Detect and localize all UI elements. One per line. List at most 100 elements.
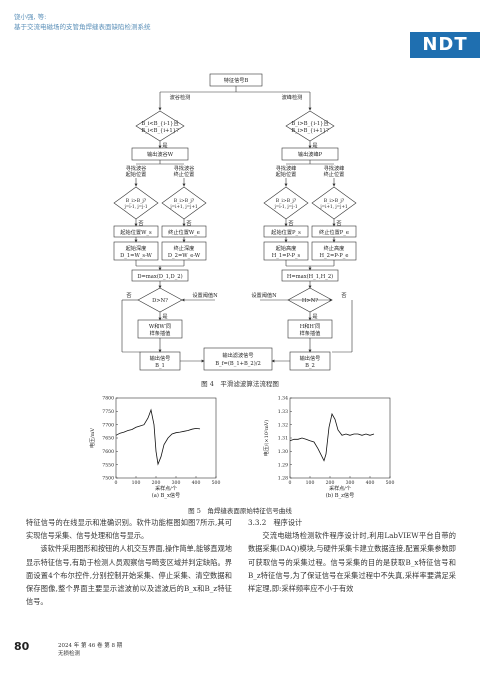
fc-dr1-b: j=i-1, j=j-1: [273, 204, 297, 209]
fc-fps-2: 起始位置: [276, 170, 297, 178]
chart1-xtick-label: 400: [366, 480, 375, 486]
fc-fvs-2: 起始位置: [126, 170, 147, 178]
fc-threshold-2: 设置阈值N: [251, 291, 277, 299]
figure4-caption: 图 4 平滑滤波算法流程图: [201, 380, 279, 388]
body-left-column: 特征信号的在线显示和准确识别。软件功能框图如图7所示,其可实现信号采集、信号处理…: [26, 516, 232, 608]
fc-dr1-a: B_i>B_j?: [276, 198, 297, 204]
chart1-xtick-label: 300: [346, 480, 355, 486]
fc-cond-peak-2: B_i>B_{i+1}?: [291, 128, 329, 134]
fc-merge-w-2: 样条插值: [150, 329, 171, 337]
chart1-xtick-label: 500: [386, 480, 395, 486]
chart0-xtick-label: 300: [172, 480, 181, 486]
fc-cond-valley-2: B_i<B_{i+1}?: [141, 128, 179, 134]
fc-yes-3: 是: [162, 313, 167, 320]
fc-pos-we: 终止位置W_e: [168, 228, 200, 236]
chart0-ylabel: 电压/mV: [89, 428, 96, 448]
section-heading: 3.3.2 程序设计: [248, 518, 303, 527]
fc-ds-2: D_1=W_s-W: [120, 253, 152, 259]
chart1-ytick-label: 1.29: [278, 462, 288, 468]
body-right-column: 3.3.2 程序设计 交流电磁场检测软件程序设计时,利用LabVIEW平台自带的…: [248, 516, 456, 595]
chart1-xlabel: 采样点/个: [329, 485, 351, 492]
fc-yes-4: 是: [312, 313, 317, 320]
body-left-p2: 该软件采用图形和按钮的人机交互界面,操作简单,能够直观地显示特征信号,有助于检测…: [26, 544, 232, 607]
journal-issue: 2024 年 第 46 卷 第 8 期: [58, 643, 123, 649]
chart1-ytick-label: 1.30: [278, 449, 288, 455]
fc-fps-1: 寻找波峰: [276, 164, 297, 172]
fc-pos-ws: 起始位置W_s: [120, 228, 152, 236]
fc-de-2: D_2=W_e-W: [168, 253, 201, 259]
fc-b1-1: 输出信号: [150, 354, 171, 362]
fc-hs-1: 起始高度: [276, 244, 297, 252]
fc-no-4: 否: [336, 220, 341, 227]
chart0-frame: [115, 397, 217, 479]
chart0-ytick-label: 7500: [102, 476, 114, 482]
chart1-ytick-label: 1.28: [278, 476, 288, 482]
chart0-ytick-label: 7550: [102, 462, 114, 468]
chart1-ytick-label: 1.33: [278, 409, 288, 415]
chart0-xtick-label: 400: [192, 480, 201, 486]
fc-hs-2: H_1=P-P_s: [272, 253, 301, 259]
fc-pos-pe: 终止位置P_e: [319, 228, 349, 236]
chart0-ytick-label: 7800: [102, 396, 114, 402]
fc-b1-2: B_1: [155, 363, 165, 369]
chart1-ylabel: 电压/(×10²mV): [263, 420, 270, 457]
fc-hmax: H=max(H_1,H_2): [287, 273, 333, 280]
journal-name: 无损检测: [58, 651, 81, 657]
fc-yes-1: 是: [162, 142, 167, 149]
fc-fve-1: 寻找波谷: [174, 164, 196, 172]
fc-fpe-1: 寻找波峰: [324, 164, 345, 172]
fc-dr2-a: B_i>B_j?: [324, 198, 345, 204]
fc-dl1-a: B_i>B_j?: [126, 198, 147, 204]
journal-logo: NDT: [410, 32, 480, 58]
fc-cond-peak-1: B_i>B_{i-1}且: [291, 120, 328, 127]
fc-b2-2: B_2: [305, 363, 315, 369]
fc-out-peak: 输出波峰P: [298, 150, 323, 158]
fc-no-5: 否: [126, 292, 131, 299]
fc-no-2: 否: [186, 220, 191, 227]
body-left-p1: 特征信号的在线显示和准确识别。软件功能框图如图7所示,其可实现信号采集、信号处理…: [26, 518, 232, 541]
flowchart-figure4: 特征信号B 波谷检测 波峰检测 B_i<B_{i-1}且 B_i<B_{i+1}…: [113, 73, 357, 371]
fc-dl1-b: j=i-1, j=j-1: [123, 204, 147, 209]
fc-cond-h: H>N?: [302, 298, 318, 304]
header-authors: 饶小强, 等:: [14, 13, 47, 21]
body-right-p1: 交流电磁场检测软件程序设计时,利用LabVIEW平台自带的数据采集(DAQ)模块…: [248, 531, 456, 594]
journal-info: 2024 年 第 46 卷 第 8 期 无损检测: [58, 642, 122, 658]
fc-left-branch: 波谷检测: [170, 93, 191, 101]
chart0-xtick-label: 0: [115, 480, 118, 486]
fc-b2-1: 输出信号: [300, 354, 321, 362]
fc-no-6: 否: [341, 292, 346, 299]
fc-dl2-a: B_i>B_j?: [174, 198, 195, 204]
fc-de-1: 终止深度: [174, 244, 195, 252]
fc-pos-ps: 起始位置P_s: [271, 228, 301, 236]
fc-merge-w-1: W和W′同: [149, 322, 171, 330]
fc-cond-d: D>N?: [152, 298, 168, 304]
fc-no-3: 否: [288, 220, 293, 227]
running-header: 饶小强, 等: 基于交流电磁场的支管角焊缝表面缺陷检测系统: [14, 12, 151, 32]
fc-yes-2: 是: [312, 142, 317, 149]
chart1-xtick-label: 100: [306, 480, 315, 486]
fc-final-1: 输出滤波信号: [222, 351, 253, 359]
chart1-ytick-label: 1.31: [278, 436, 288, 442]
chart0-ytick-label: 7600: [102, 449, 114, 455]
fc-out-valley: 输出波谷W: [147, 150, 174, 158]
chart0-ytick-label: 7650: [102, 436, 114, 442]
chart1-series-line: [289, 412, 375, 462]
chart0-xlabel: 采样点/个: [155, 485, 177, 492]
figure5-caption: 图 5 角焊缝表面原始特征信号曲线: [188, 507, 292, 515]
fc-threshold-1: 设置阈值N: [192, 291, 218, 299]
chart0-ytick-label: 7750: [102, 409, 114, 415]
fc-fve-2: 终止位置: [174, 170, 195, 178]
chart1-frame: [289, 397, 391, 479]
fc-dl2-b: j=i+1, j=j+1: [169, 204, 198, 209]
fc-fvs-1: 寻找波谷: [126, 164, 148, 172]
fc-dr2-b: j=i+1, j=j+1: [319, 204, 348, 209]
page-number: 80: [14, 640, 30, 653]
chart1-ytick-label: 1.32: [278, 422, 288, 428]
fc-right-branch: 波峰检测: [282, 93, 303, 101]
fc-merge-h-1: H和H′同: [300, 322, 321, 330]
chart0-series-line: [115, 408, 201, 466]
fc-cond-valley-1: B_i<B_{i-1}且: [141, 120, 178, 127]
chart0-subcaption: (a) B_x信号: [152, 491, 181, 499]
chart0-xtick-label: 200: [152, 480, 161, 486]
